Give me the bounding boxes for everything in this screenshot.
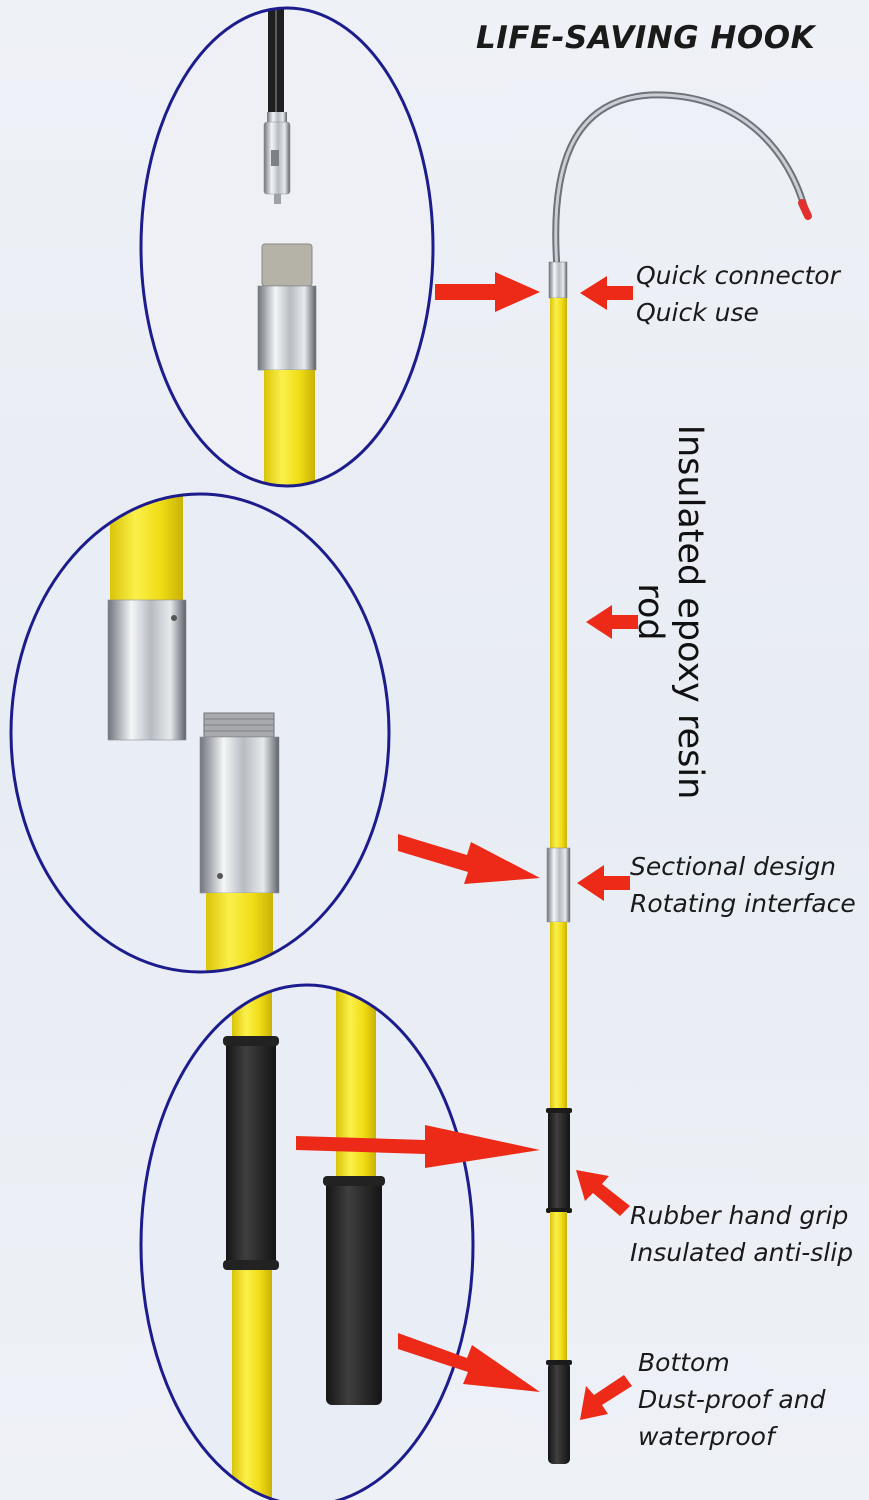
callout-line: Dust-proof and [638,1385,826,1414]
hook-tip [798,199,812,220]
arrow-right-icon [398,1333,540,1392]
rotating-interface [546,847,571,923]
rod-upper-section [550,298,567,848]
hand-grip [548,1110,570,1212]
detail-frame [139,6,435,488]
callout-line: Sectional design [630,852,837,881]
hook-wire [552,91,810,269]
callout-hand-grip: Rubber hand grip Insulated anti-slip [630,1197,853,1271]
callout-line: Insulated anti-slip [630,1238,854,1267]
main-rod [546,91,812,1464]
rod-material-label: Insulated epoxy resin rod [630,424,710,800]
arrows [296,272,638,1420]
arrow-right-icon [296,1125,540,1168]
callout-quick-connector: Quick connector Quick use [636,257,840,331]
arrow-left-icon [580,276,633,310]
bottom-cap [548,1362,570,1464]
arrow-right-icon [435,272,540,312]
arrow-left-icon [577,865,630,901]
callout-line: Bottom [638,1348,730,1377]
detail-sectional-design [9,492,391,974]
detail-frame [139,983,475,1500]
quick-connector [548,261,568,299]
detail-frame [9,492,391,974]
callout-sectional-design: Sectional design Rotating interface [630,848,856,922]
callout-line: Rotating interface [630,889,856,918]
callout-line: Quick connector [636,261,840,290]
arrow-right-icon [398,834,540,884]
detail-hand-grip [139,983,475,1500]
arrow-left-icon [586,605,638,639]
callout-line: Rubber hand grip [630,1201,849,1230]
rod-bottom-section [550,1212,567,1362]
callout-bottom: Bottom Dust-proof and waterproof [638,1344,825,1455]
arrow-left-icon [580,1375,632,1420]
callout-line: Quick use [636,298,759,327]
callout-line: waterproof [638,1422,775,1451]
detail-quick-connector [139,6,435,488]
page-title: LIFE-SAVING HOOK [476,20,816,56]
arrow-left-icon [576,1170,630,1216]
rod-lower-section [550,922,567,1110]
